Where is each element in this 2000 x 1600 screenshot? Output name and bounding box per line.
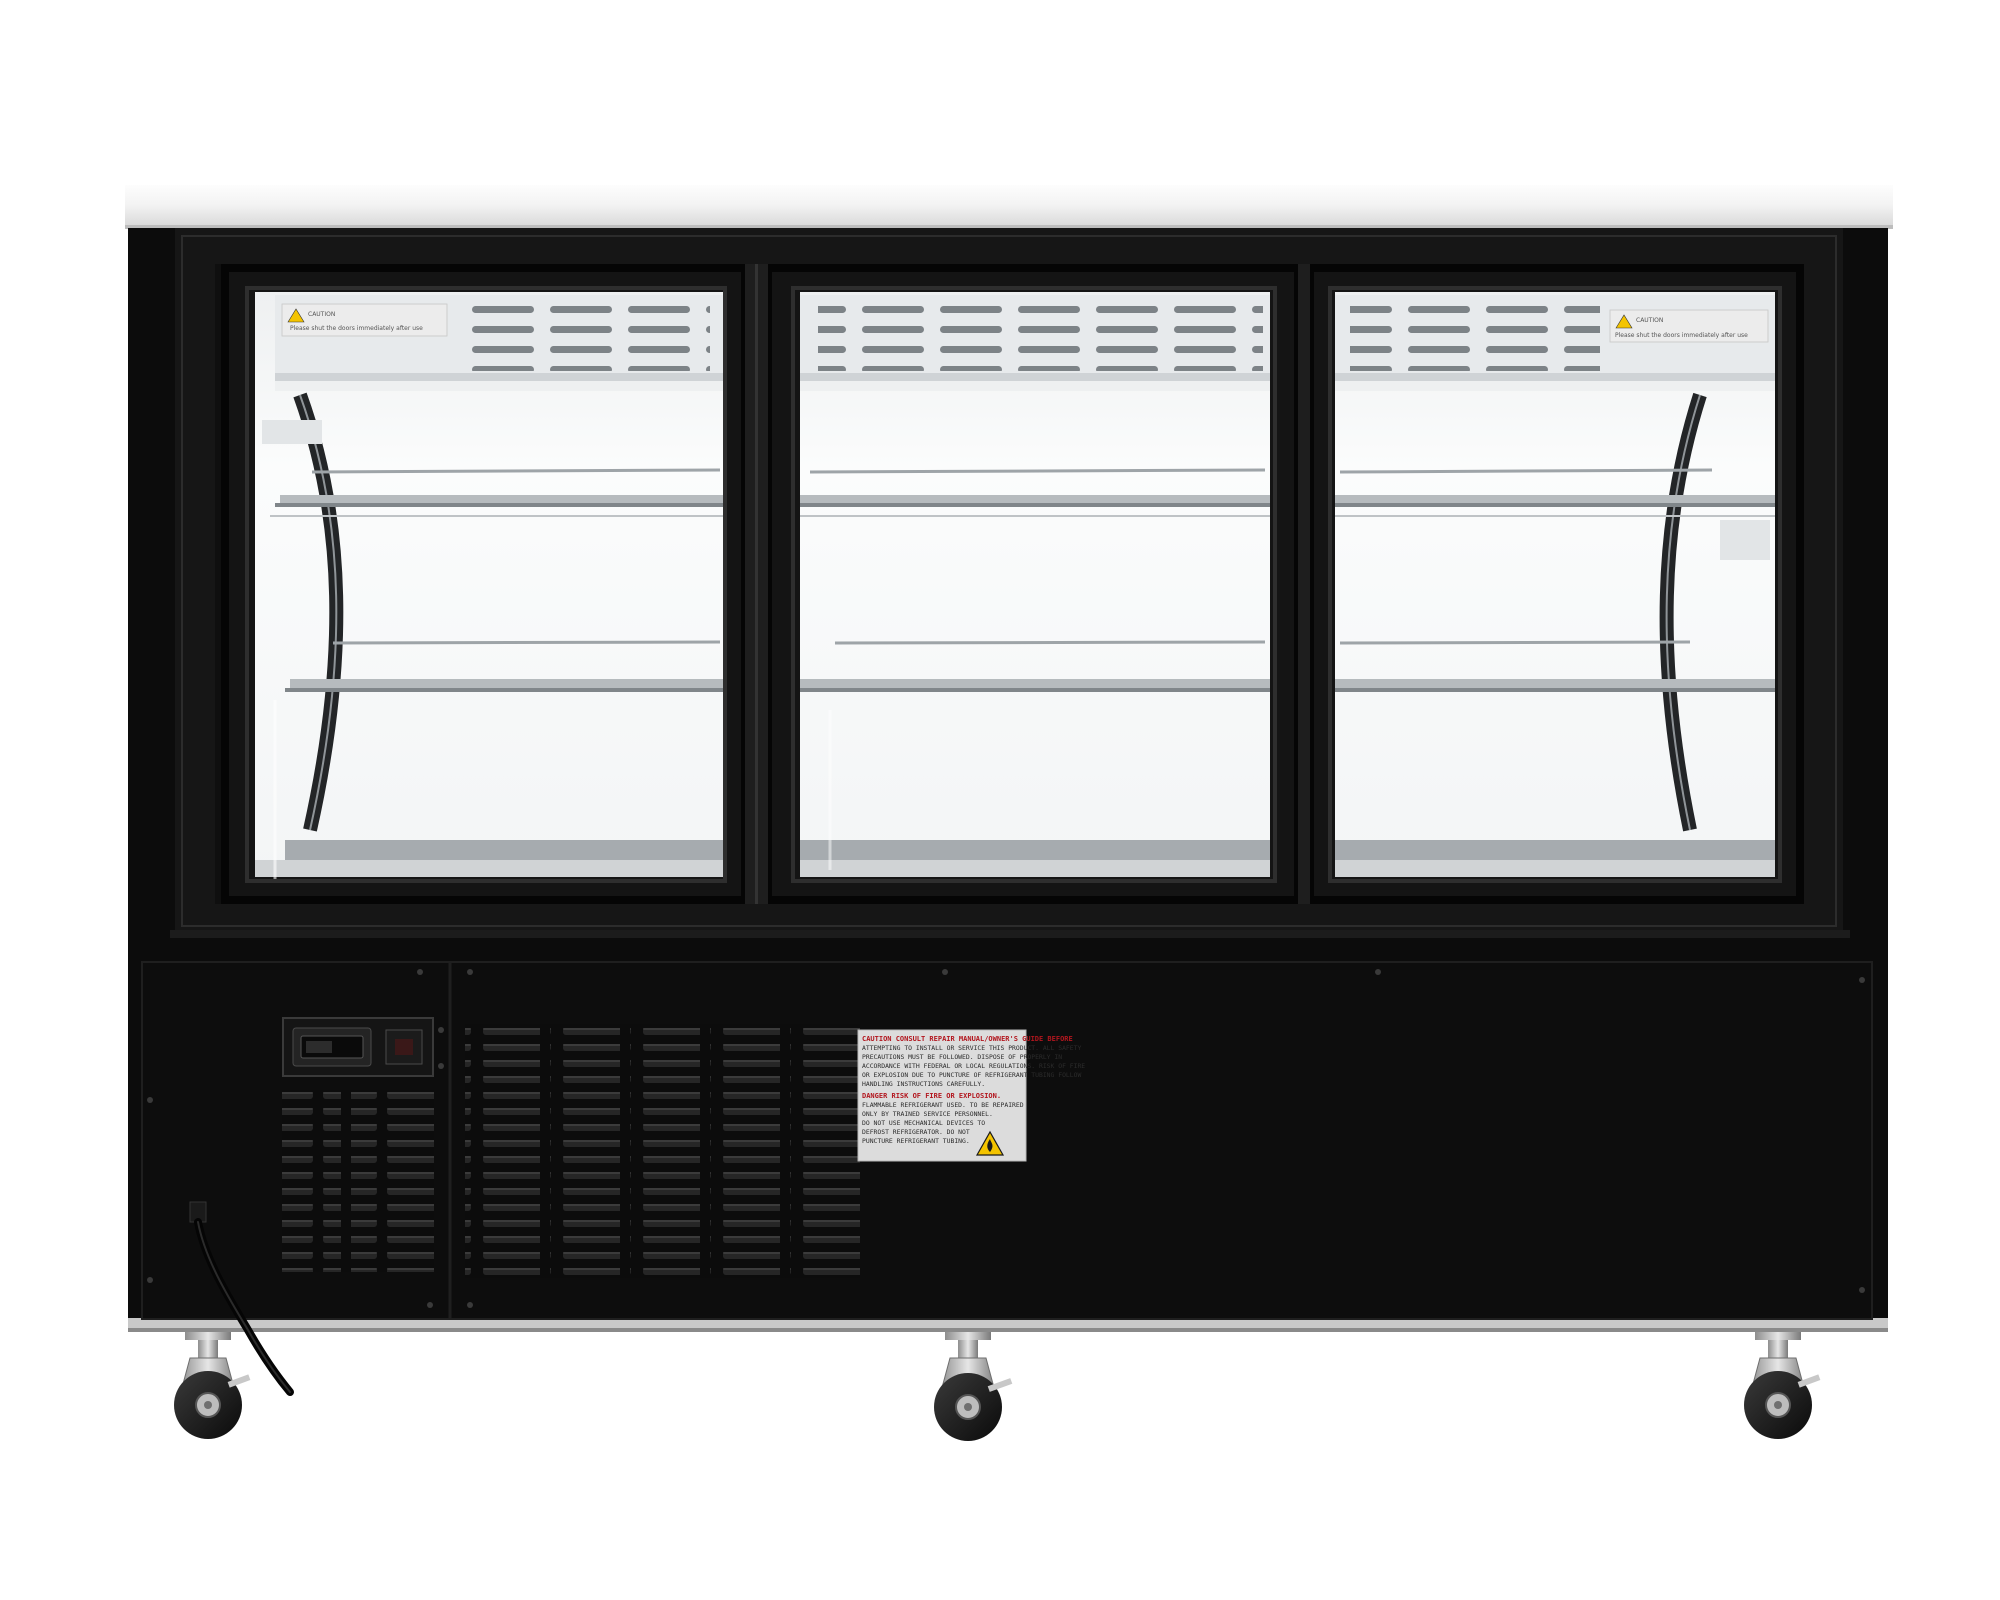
- warning-line-8: FLAMMABLE REFRIGERANT USED. TO BE REPAIR…: [862, 1101, 1024, 1109]
- warning-line-3: PRECAUTIONS MUST BE FOLLOWED. DISPOSE OF…: [862, 1053, 1062, 1061]
- warning-line-9: ONLY BY TRAINED SERVICE PERSONNEL.: [862, 1110, 993, 1118]
- power-cord-icon: [189, 1201, 294, 1396]
- door-sticker-left: [281, 303, 448, 337]
- flammable-hazard-icon: [975, 1130, 1005, 1156]
- main-vent: [465, 1024, 860, 1278]
- warning-line-1: CAUTION CONSULT REPAIR MANUAL/OWNER'S GU…: [862, 1035, 1073, 1043]
- caster-center: [934, 1332, 1013, 1441]
- warning-line-10: DO NOT USE MECHANICAL DEVICES TO: [862, 1119, 985, 1127]
- caster-left: [174, 1332, 251, 1439]
- door-sticker-right: [1609, 309, 1769, 343]
- countertop: [125, 181, 1893, 229]
- door-sticker-left-title: CAUTION: [308, 311, 335, 318]
- warning-line-2: ATTEMPTING TO INSTALL OR SERVICE THIS PR…: [862, 1044, 1081, 1052]
- warning-label: CAUTION CONSULT REPAIR MANUAL/OWNER'S GU…: [857, 1029, 1085, 1162]
- warning-line-12: PUNCTURE REFRIGERANT TUBING.: [862, 1137, 970, 1145]
- door-right[interactable]: CAUTION Please shut the doors immediatel…: [1306, 264, 1804, 904]
- door-sticker-right-title: CAUTION: [1636, 317, 1663, 324]
- warning-line-7: DANGER RISK OF FIRE OR EXPLOSION.: [862, 1092, 1001, 1100]
- power-switch-box[interactable]: [282, 1017, 444, 1077]
- warning-line-11: DEFROST REFRIGERATOR. DO NOT: [862, 1128, 970, 1136]
- warning-line-5: OR EXPLOSION DUE TO PUNCTURE OF REFRIGER…: [862, 1071, 1081, 1079]
- warning-line-4: ACCORDANCE WITH FEDERAL OR LOCAL REGULAT…: [862, 1062, 1085, 1070]
- side-vent: [282, 1090, 434, 1272]
- door-sticker-left-text: Please shut the doors immediately after …: [290, 325, 423, 332]
- panel-screws: [147, 969, 1865, 1308]
- door-center[interactable]: [764, 264, 1302, 904]
- door-sticker-right-text: Please shut the doors immediately after …: [1615, 332, 1748, 339]
- caster-right: [1744, 1332, 1821, 1439]
- door-left[interactable]: CAUTION Please shut the doors immediatel…: [221, 264, 749, 904]
- warning-line-6: HANDLING INSTRUCTIONS CAREFULLY.: [862, 1080, 985, 1088]
